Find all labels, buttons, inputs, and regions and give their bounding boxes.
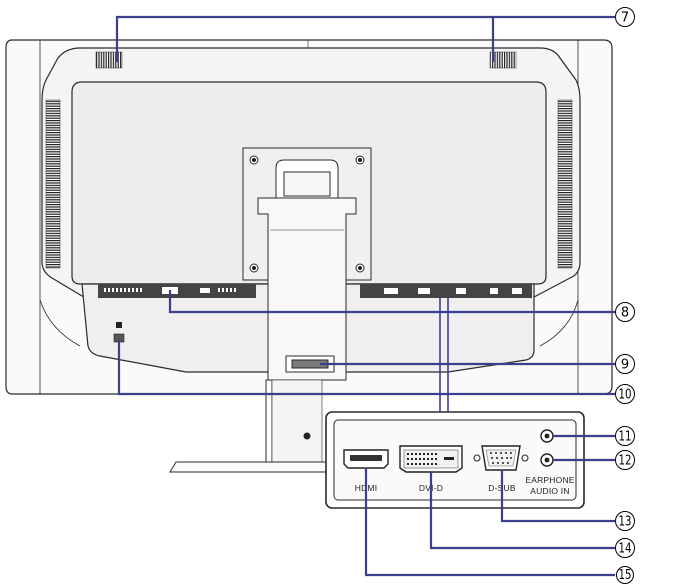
connector-inset-panel: HDMI DVI-D D-SUB EARPHONE AUDIO IN (326, 412, 584, 508)
callout-10: 10 (616, 385, 635, 404)
callout-11: 11 (616, 427, 635, 446)
callout-8: 8 (616, 303, 635, 322)
callout-14-label: 14 (619, 542, 632, 557)
callout-7: 7 (616, 8, 635, 27)
side-vent-left (46, 100, 60, 268)
callout-13-label: 13 (619, 515, 632, 530)
callout-13: 13 (616, 512, 635, 531)
callout-14: 14 (616, 539, 635, 558)
callout-7-label: 7 (621, 11, 629, 26)
callout-11-label: 11 (619, 430, 632, 445)
audio-in-jack (541, 454, 553, 466)
earphone-label: EARPHONE (525, 475, 574, 485)
earphone-jack (541, 430, 553, 442)
callout-9: 9 (616, 355, 635, 374)
callout-15: 15 (617, 567, 634, 584)
callout-8-label: 8 (621, 306, 629, 321)
audio-in-label: AUDIO IN (530, 486, 569, 496)
callout-9-label: 9 (621, 358, 629, 373)
hdmi-port (344, 450, 388, 468)
callout-15-label: 15 (619, 568, 632, 583)
callout-12-label: 12 (619, 454, 632, 469)
dvi-port (400, 446, 462, 472)
side-vent-right (558, 100, 572, 268)
callout-12: 12 (616, 451, 635, 470)
callout-10-label: 10 (619, 388, 632, 403)
callouts: 7 8 9 10 11 12 13 14 (616, 8, 635, 584)
